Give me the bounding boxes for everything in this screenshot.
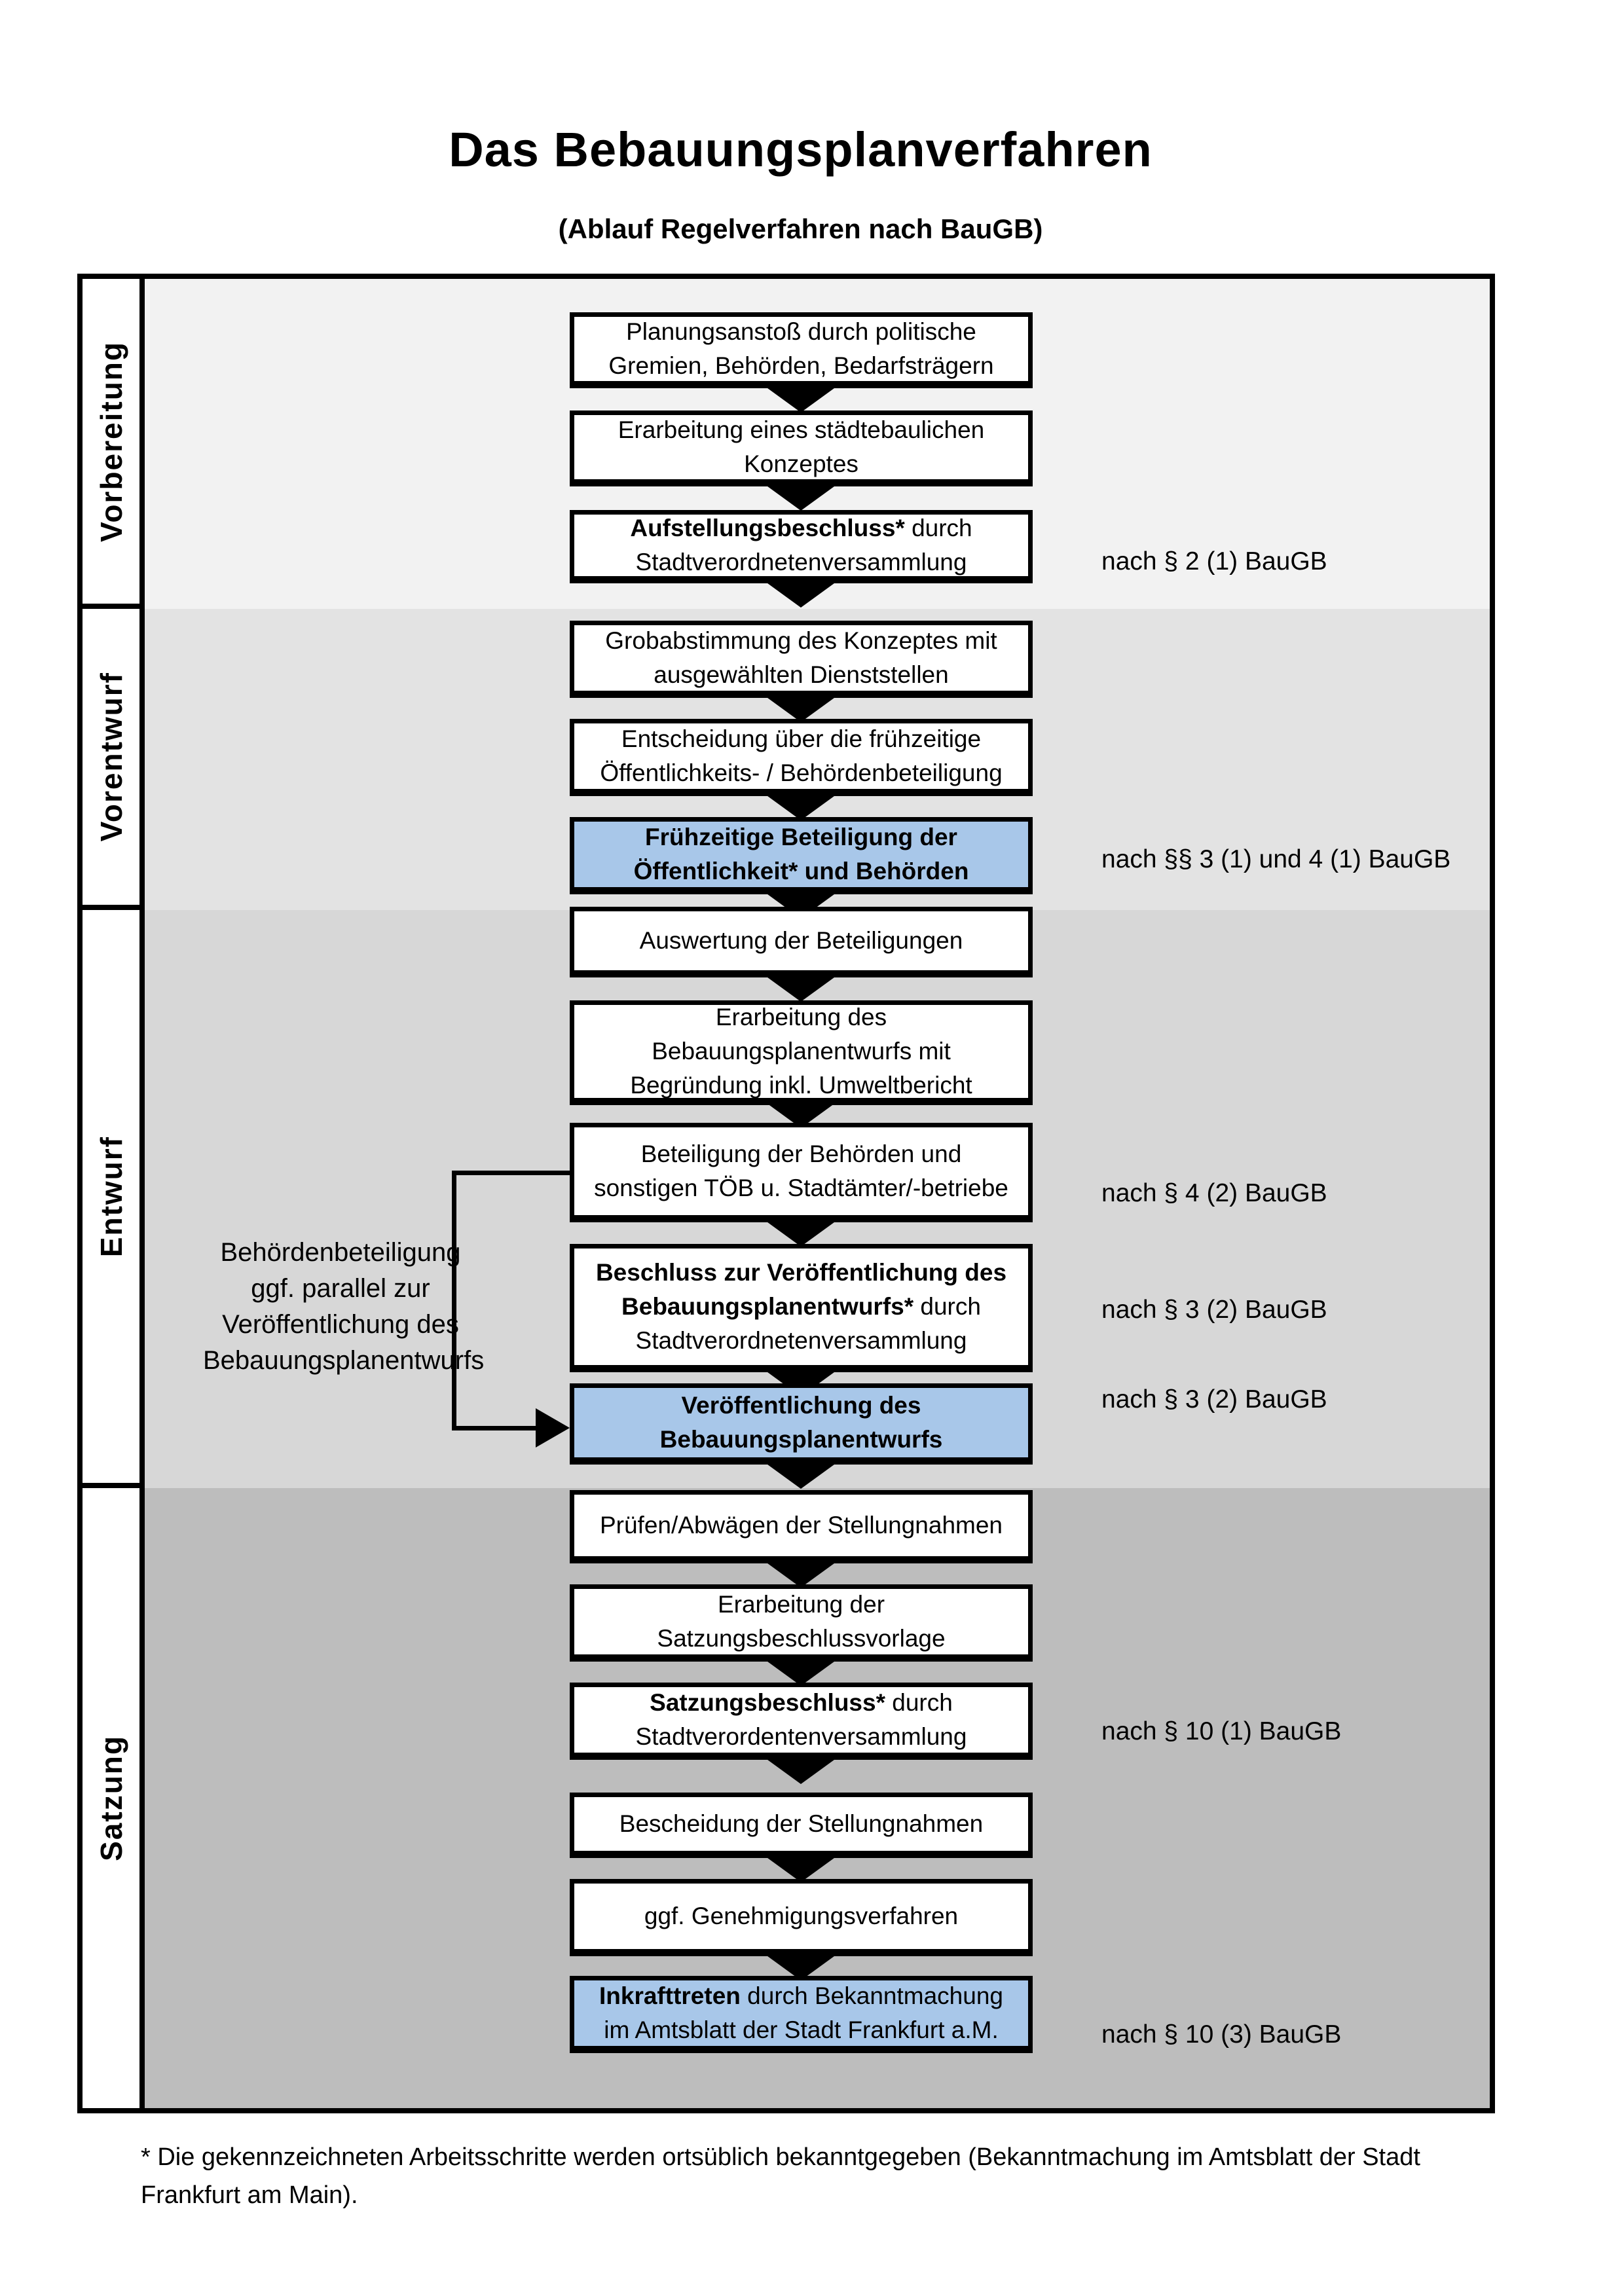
legal-reference: nach § 10 (1) BauGB: [1101, 1717, 1342, 1745]
step-text-bold: Satzungsbeschluss*: [650, 1689, 885, 1716]
step-text-rest: Bescheidung der Stellungnahmen: [619, 1810, 984, 1837]
page-subtitle: (Ablauf Regelverfahren nach BauGB): [558, 213, 1043, 244]
step-text-rest: durch Stadtverordnetenversammlung: [635, 1293, 981, 1354]
phase-label-satzung: Satzung: [83, 1488, 139, 2108]
down-arrow-icon: [765, 975, 837, 1002]
phase-label-entwurf: Entwurf: [83, 910, 139, 1488]
down-arrow-icon: [765, 696, 837, 722]
step-entscheidung-beteiligung: Entscheidung über die frühzeitige Öffent…: [570, 719, 1033, 796]
step-text: Entscheidung über die frühzeitige Öffent…: [600, 722, 1002, 790]
legal-reference: nach § 3 (2) BauGB: [1101, 1385, 1327, 1413]
footnote: * Die gekennzeichneten Arbeitsschritte w…: [141, 2143, 1420, 2209]
phase-label-vorbereitung: Vorbereitung: [83, 279, 139, 609]
step-text-bold: Aufstellungsbeschluss*: [630, 515, 905, 541]
down-arrow-icon: [765, 1856, 837, 1882]
connector-line-top: [452, 1171, 570, 1175]
step-text-rest: ggf. Genehmigungsverfahren: [644, 1903, 959, 1929]
down-arrow-icon: [765, 386, 837, 412]
legal-reference: nach § 4 (2) BauGB: [1101, 1179, 1327, 1207]
page-title: Das Bebauungsplanverfahren: [449, 122, 1153, 177]
step-text: Erarbeitung des Bebauungsplanentwurfs mi…: [630, 1000, 972, 1102]
step-text: Aufstellungsbeschluss* durch Stadtverord…: [630, 511, 972, 579]
step-genehmigungsverfahren: ggf. Genehmigungsverfahren: [570, 1879, 1033, 1956]
step-text-rest: Prüfen/Abwägen der Stellungnahmen: [599, 1512, 1003, 1539]
step-inkrafttreten: Inkrafttreten durch Bekanntmachung im Am…: [570, 1976, 1033, 2053]
step-text: Grobabstimmung des Konzeptes mit ausgewä…: [605, 624, 997, 692]
down-arrow-icon: [765, 484, 837, 511]
step-toeb-beteiligung: Beteiligung der Behörden und sonstigen T…: [570, 1123, 1033, 1222]
step-text-rest: durch Bekanntmachung im Amtsblatt der St…: [604, 1982, 1003, 2043]
step-text: Veröffentlichung des Bebauungsplanentwur…: [660, 1389, 943, 1457]
step-satzungsbeschlussvorlage: Erarbeitung der Satzungsbeschlussvorlage: [570, 1584, 1033, 1662]
phase-label-column: Vorbereitung Vorentwurf Entwurf Satzung: [83, 279, 145, 2108]
step-text-rest: Erarbeitung eines städtebaulichen Konzep…: [618, 416, 985, 477]
step-text-rest: Grobabstimmung des Konzeptes mit ausgewä…: [605, 627, 997, 688]
step-auswertung: Auswertung der Beteiligungen: [570, 907, 1033, 977]
phase-label-text: Vorentwurf: [94, 672, 128, 842]
step-grobabstimmung: Grobabstimmung des Konzeptes mit ausgewä…: [570, 621, 1033, 698]
step-text-bold: Beschluss zur Veröffentlichung des Bebau…: [595, 1259, 1007, 1320]
side-note-behoerdenbeteiligung: Behördenbeteiligung ggf. parallel zur Ve…: [203, 1238, 485, 1375]
step-text-rest: durch Stadtverordnetenversammlung: [635, 515, 972, 575]
step-text-rest: durch Stadtverordentenversammlung: [635, 1689, 967, 1750]
step-text-rest: Planungsanstoß durch politische Gremien,…: [608, 318, 994, 379]
step-pruefen-abwaegen: Prüfen/Abwägen der Stellungnahmen: [570, 1490, 1033, 1563]
step-entwurf-erarbeitung: Erarbeitung des Bebauungsplanentwurfs mi…: [570, 1000, 1033, 1105]
phase-label-vorentwurf: Vorentwurf: [83, 609, 139, 910]
step-bescheidung: Bescheidung der Stellungnahmen: [570, 1793, 1033, 1858]
down-arrow-icon: [765, 794, 837, 820]
step-text: Inkrafttreten durch Bekanntmachung im Am…: [599, 1979, 1003, 2047]
step-text-bold: Frühzeitige Beteiligung der Öffentlichke…: [633, 824, 969, 884]
step-text: Prüfen/Abwägen der Stellungnahmen: [600, 1508, 1003, 1542]
down-arrow-icon: [765, 581, 837, 608]
down-arrow-icon: [765, 1660, 837, 1686]
step-text-rest: Beteiligung der Behörden und sonstigen T…: [594, 1140, 1008, 1201]
connector-line-vertical: [452, 1171, 456, 1430]
step-text: Frühzeitige Beteiligung der Öffentlichke…: [634, 820, 969, 888]
connector-line-bottom: [452, 1426, 540, 1430]
down-arrow-icon: [765, 1463, 837, 1489]
step-satzungsbeschluss: Satzungsbeschluss* durch Stadtverordente…: [570, 1683, 1033, 1760]
step-veroeffentlichungsbeschluss: Beschluss zur Veröffentlichung des Bebau…: [570, 1244, 1033, 1372]
step-text-rest: Erarbeitung der Satzungsbeschlussvorlage: [657, 1591, 946, 1652]
step-text-rest: Entscheidung über die frühzeitige Öffent…: [600, 725, 1003, 786]
step-text: Bescheidung der Stellungnahmen: [619, 1807, 983, 1841]
phase-label-text: Vorbereitung: [94, 340, 128, 542]
step-text: Planungsanstoß durch politische Gremien,…: [608, 315, 993, 383]
down-arrow-icon: [765, 1561, 837, 1588]
step-planungsanstoss: Planungsanstoß durch politische Gremien,…: [570, 312, 1033, 388]
legal-reference: nach § 10 (3) BauGB: [1101, 2020, 1342, 2049]
step-text: Erarbeitung eines städtebaulichen Konzep…: [618, 413, 985, 481]
phase-label-text: Satzung: [94, 1735, 128, 1861]
step-text-rest: Erarbeitung des Bebauungsplanentwurfs mi…: [630, 1004, 972, 1099]
legal-reference: nach § 2 (1) BauGB: [1101, 547, 1327, 575]
legal-reference: nach § 3 (2) BauGB: [1101, 1296, 1327, 1324]
step-text-rest: Auswertung der Beteiligungen: [639, 927, 963, 954]
down-arrow-icon: [765, 1758, 837, 1784]
step-fruehzeitige-beteiligung: Frühzeitige Beteiligung der Öffentlichke…: [570, 817, 1033, 894]
step-aufstellungsbeschluss: Aufstellungsbeschluss* durch Stadtverord…: [570, 510, 1033, 583]
down-arrow-icon: [765, 1220, 837, 1247]
step-text: Erarbeitung der Satzungsbeschlussvorlage: [657, 1588, 945, 1656]
right-arrow-icon: [536, 1408, 570, 1448]
legal-reference: nach §§ 3 (1) und 4 (1) BauGB: [1101, 845, 1451, 873]
step-text: ggf. Genehmigungsverfahren: [644, 1899, 958, 1933]
step-veroeffentlichung: Veröffentlichung des Bebauungsplanentwur…: [570, 1383, 1033, 1465]
step-text-bold: Veröffentlichung des Bebauungsplanentwur…: [659, 1392, 943, 1453]
step-text: Satzungsbeschluss* durch Stadtverordente…: [636, 1686, 967, 1754]
step-text: Beschluss zur Veröffentlichung des Bebau…: [596, 1256, 1006, 1358]
step-text-bold: Inkrafttreten: [599, 1982, 741, 2009]
step-text: Beteiligung der Behörden und sonstigen T…: [594, 1137, 1008, 1205]
step-staedtebauliches-konzept: Erarbeitung eines städtebaulichen Konzep…: [570, 410, 1033, 486]
step-text: Auswertung der Beteiligungen: [640, 924, 963, 958]
phase-label-text: Entwurf: [94, 1135, 128, 1258]
